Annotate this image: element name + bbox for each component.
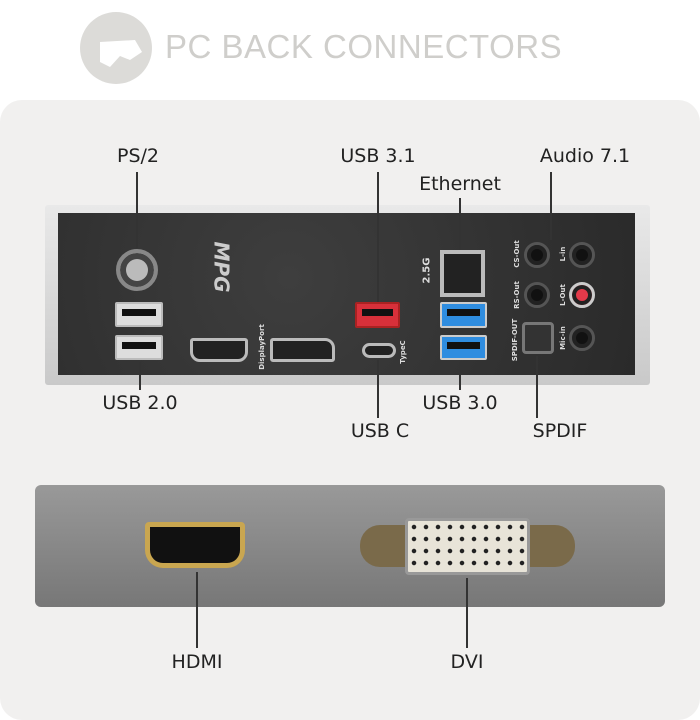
label-ps2: PS/2 xyxy=(116,145,160,167)
spdif-port xyxy=(522,322,554,354)
brand-mark: MPG xyxy=(209,241,234,293)
label-spdif: SPDIF xyxy=(532,420,588,442)
displayport-mark: DisplayPort xyxy=(258,324,266,370)
audio-jack-rs-out xyxy=(524,282,550,308)
usb20-port xyxy=(115,335,163,360)
leader-line xyxy=(459,362,461,390)
label-dvi: DVI xyxy=(450,651,484,673)
hdmi-port xyxy=(190,338,248,362)
line-in-mark: L-in xyxy=(559,246,567,262)
usb20-port xyxy=(115,302,163,327)
dvi-connector-face xyxy=(405,518,530,575)
label-usbc: USB C xyxy=(350,420,410,442)
lan-speed-mark: 2.5G xyxy=(421,257,433,284)
leader-line xyxy=(377,360,379,418)
audio-jack-line-out xyxy=(569,282,595,308)
label-usb30: USB 3.0 xyxy=(422,392,498,414)
label-ethernet: Ethernet xyxy=(419,173,501,195)
ethernet-port xyxy=(440,250,485,297)
usb31-port xyxy=(355,302,400,328)
mic-in-mark: Mic-in xyxy=(559,326,567,350)
label-hdmi: HDMI xyxy=(171,651,223,673)
background-panel xyxy=(0,100,700,720)
line-out-mark: L-Out xyxy=(559,284,567,306)
label-audio: Audio 7.1 xyxy=(539,145,631,167)
audio-jack-cs-out xyxy=(524,242,550,268)
leader-line xyxy=(466,578,468,648)
page-title: PC BACK CONNECTORS xyxy=(165,28,563,65)
spdif-out-mark: SPDIF-OUT xyxy=(511,318,519,362)
displayport-port xyxy=(270,338,335,362)
leader-line xyxy=(459,198,461,250)
usbc-port xyxy=(362,343,396,358)
cs-out-mark: CS-Out xyxy=(513,240,521,268)
leader-line xyxy=(136,172,138,248)
dinosaur-logo-icon xyxy=(80,12,152,84)
leader-line xyxy=(196,572,198,648)
audio-jack-mic-in xyxy=(569,325,595,351)
rs-out-mark: RS-Out xyxy=(513,281,521,309)
usb30-port xyxy=(440,302,487,328)
hdmi-connector xyxy=(145,522,245,568)
usb30-port xyxy=(440,335,487,360)
label-usb20: USB 2.0 xyxy=(102,392,178,414)
typec-mark: TypeC xyxy=(399,340,407,364)
leader-line xyxy=(377,172,379,302)
ps2-port xyxy=(116,249,158,291)
audio-jack-line-in xyxy=(569,242,595,268)
leader-line xyxy=(536,356,538,418)
leader-line xyxy=(550,172,552,240)
label-usb31: USB 3.1 xyxy=(340,145,416,167)
leader-line xyxy=(139,362,141,390)
